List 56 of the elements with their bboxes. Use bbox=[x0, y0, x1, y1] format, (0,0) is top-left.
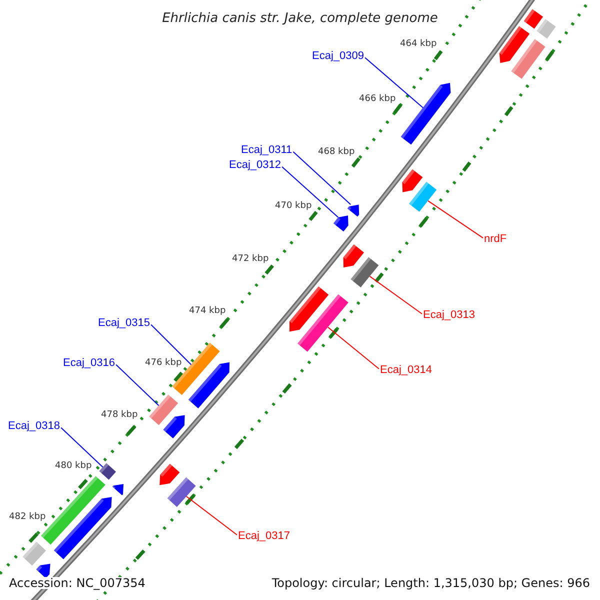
gene-label: Ecaj_0315 bbox=[98, 318, 150, 328]
leader-line bbox=[428, 200, 484, 238]
gene-label: Ecaj_0314 bbox=[380, 364, 432, 376]
leader-line bbox=[292, 151, 352, 205]
gene-feature bbox=[290, 286, 329, 332]
gene-label: Ecaj_0318 bbox=[8, 420, 60, 432]
gene-feature bbox=[54, 497, 112, 560]
leader-line bbox=[150, 324, 192, 366]
gene-feature bbox=[400, 82, 451, 145]
gene-label: Ecaj_0316 bbox=[63, 358, 115, 368]
accession-text: Accession: NC_007354 bbox=[9, 577, 146, 589]
gene-block bbox=[167, 477, 196, 507]
tick-label: 480 kbp bbox=[55, 462, 92, 470]
gene-block bbox=[409, 182, 437, 212]
tick-label: 478 kbp bbox=[101, 410, 138, 420]
leader-line bbox=[328, 326, 380, 370]
leader-line bbox=[186, 496, 238, 536]
gene-block bbox=[298, 294, 348, 352]
gene-block bbox=[99, 463, 116, 480]
tick-label: 476 kbp bbox=[145, 358, 182, 368]
gene-label: Ecaj_0313 bbox=[423, 310, 475, 320]
gene-feature bbox=[499, 26, 530, 63]
tick-label: 464 kbp bbox=[400, 40, 437, 48]
gene-block bbox=[536, 19, 556, 39]
leader-line bbox=[282, 166, 339, 218]
gene-feature bbox=[333, 216, 348, 232]
genome-info-text: Topology: circular; Length: 1,315,030 bp; Genes: 966 bbox=[272, 577, 590, 589]
gene-block bbox=[350, 257, 379, 288]
gene-feature bbox=[36, 564, 50, 578]
tick-label: 468 kbp bbox=[318, 148, 355, 156]
gene-label: nrdF bbox=[484, 234, 507, 244]
gene-feature bbox=[188, 362, 230, 408]
tick-label: 474 kbp bbox=[189, 306, 226, 316]
gene-feature bbox=[343, 244, 364, 268]
leader-line bbox=[60, 427, 104, 468]
gene-feature bbox=[347, 204, 360, 217]
gene-feature bbox=[163, 415, 185, 438]
gene-feature bbox=[402, 169, 423, 192]
gene-label: Ecaj_0309 bbox=[312, 50, 364, 62]
tick-label: 466 kbp bbox=[359, 94, 396, 104]
map-title: Ehrlichia canis str. Jake, complete genome bbox=[162, 12, 438, 24]
gene-label: Ecaj_0317 bbox=[238, 530, 290, 542]
tick-label: 472 kbp bbox=[232, 254, 269, 264]
gene-block bbox=[511, 39, 546, 79]
tick-label: 470 kbp bbox=[275, 202, 312, 210]
leader-line bbox=[116, 364, 160, 406]
leader-line bbox=[364, 57, 424, 108]
gene-block bbox=[149, 394, 178, 426]
gene-label: Ecaj_0312 bbox=[229, 160, 281, 170]
gene-label: Ecaj_0311 bbox=[241, 144, 292, 156]
gene-feature bbox=[112, 484, 124, 496]
gene-block bbox=[22, 542, 46, 566]
leader-line bbox=[369, 276, 422, 314]
gene-feature bbox=[160, 464, 180, 486]
tick-label: 482 kbp bbox=[9, 512, 46, 522]
gene-block bbox=[524, 9, 543, 29]
